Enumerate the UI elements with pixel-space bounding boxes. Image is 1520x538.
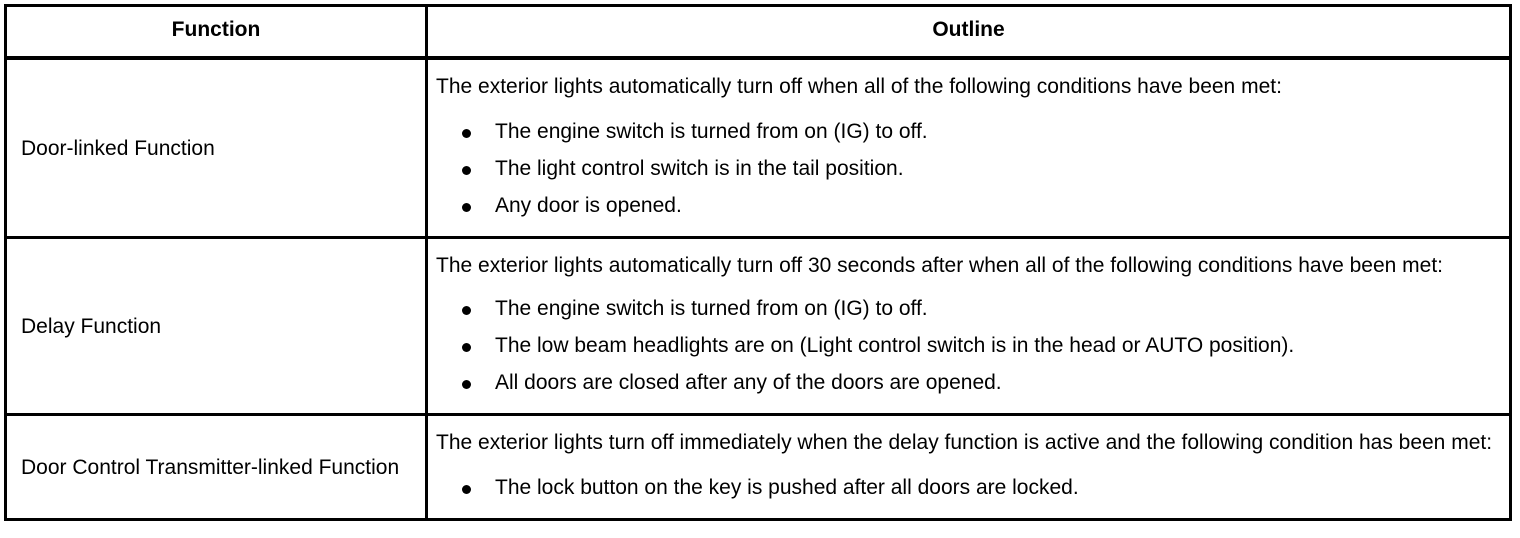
condition-list: The engine switch is turned from on (IG)… [436, 293, 1497, 399]
outline-intro-text: The exterior lights automatically turn o… [436, 254, 1444, 277]
function-name-cell: Door-linked Function [5, 58, 428, 238]
outline-cell: The exterior lights turn off immediately… [426, 413, 1511, 520]
condition-text: The low beam headlights are on (Light co… [495, 334, 1295, 357]
column-header-outline: Outline [426, 5, 1511, 60]
function-name-cell: Delay Function [5, 236, 428, 415]
function-outline-table: Function Outline Door-linked Function Th… [4, 4, 1512, 521]
spec-table-container: Function Outline Door-linked Function Th… [4, 4, 1512, 521]
column-header-function: Function [5, 5, 428, 60]
list-item: The engine switch is turned from on (IG)… [436, 116, 1497, 148]
bullet-icon [462, 129, 471, 138]
condition-list: The lock button on the key is pushed aft… [436, 472, 1497, 504]
list-item: The light control switch is in the tail … [436, 153, 1497, 185]
outline-intro-text: The exterior lights automatically turn o… [436, 75, 1282, 98]
bullet-icon [462, 203, 471, 212]
condition-text: The light control switch is in the tail … [495, 157, 904, 180]
table-row: Delay Function The exterior lights autom… [5, 236, 1511, 415]
list-item: Any door is opened. [436, 190, 1497, 222]
bullet-icon [462, 306, 471, 315]
bullet-icon [462, 485, 471, 494]
bullet-icon [462, 166, 471, 175]
table-header: Function Outline [5, 5, 1511, 60]
bullet-icon [462, 343, 471, 352]
list-item: All doors are closed after any of the do… [436, 367, 1497, 399]
function-name-cell: Door Control Transmitter-linked Function [5, 413, 428, 520]
list-item: The engine switch is turned from on (IG)… [436, 293, 1497, 325]
outline-cell: The exterior lights automatically turn o… [427, 58, 1511, 238]
header-row: Function Outline [5, 5, 1511, 60]
outline-cell: The exterior lights automatically turn o… [426, 236, 1511, 415]
condition-list: The engine switch is turned from on (IG)… [436, 116, 1497, 222]
table-row: Door Control Transmitter-linked Function… [5, 413, 1511, 520]
condition-text: Any door is opened. [495, 194, 682, 217]
bullet-icon [462, 380, 471, 389]
condition-text: The lock button on the key is pushed aft… [495, 476, 1079, 499]
outline-intro-text: The exterior lights turn off immediately… [436, 431, 1493, 454]
condition-text: The engine switch is turned from on (IG)… [495, 297, 928, 320]
table-body: Door-linked Function The exterior lights… [5, 58, 1511, 520]
condition-text: The engine switch is turned from on (IG)… [495, 120, 928, 143]
list-item: The low beam headlights are on (Light co… [436, 330, 1497, 362]
list-item: The lock button on the key is pushed aft… [436, 472, 1497, 504]
table-row: Door-linked Function The exterior lights… [5, 58, 1511, 238]
condition-text: All doors are closed after any of the do… [495, 371, 1002, 394]
